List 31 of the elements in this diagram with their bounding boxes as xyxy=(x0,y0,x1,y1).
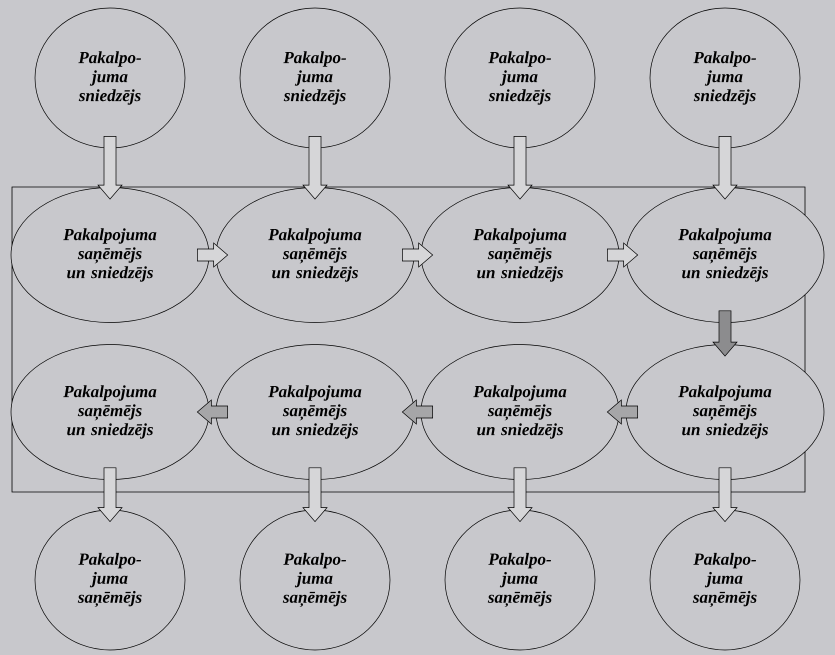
ellipse-node: Pakalpojuma saņēmējs un sniedzējs xyxy=(10,187,210,323)
block-arrow xyxy=(712,467,738,522)
block-arrow xyxy=(507,467,533,522)
block-arrow xyxy=(97,136,123,200)
block-arrow xyxy=(712,310,738,357)
ellipse-node: Pakalpojuma saņēmējs un sniedzējs xyxy=(420,344,620,480)
ellipse-node: Pakalpojuma saņēmējs un sniedzējs xyxy=(216,344,414,480)
block-arrow xyxy=(302,136,328,200)
ellipse-node: Pakalpo- juma sniedzējs xyxy=(444,8,596,148)
block-arrow xyxy=(302,467,328,522)
block-arrow xyxy=(712,136,738,200)
ellipse-node: Pakalpo- juma saņēmējs xyxy=(650,510,800,650)
block-arrow xyxy=(196,399,228,425)
ellipse-node: Pakalpo- juma saņēmējs xyxy=(34,510,186,650)
ellipse-node: Pakalpo- juma sniedzējs xyxy=(650,8,800,148)
block-arrow xyxy=(197,242,228,268)
block-arrow xyxy=(402,399,434,425)
ellipse-node: Pakalpo- juma saņēmējs xyxy=(240,510,390,650)
ellipse-node: Pakalpojuma saņēmējs un sniedzējs xyxy=(626,344,824,480)
ellipse-node: Pakalpojuma saņēmējs un sniedzējs xyxy=(420,187,620,323)
ellipse-node: Pakalpo- juma sniedzējs xyxy=(34,8,186,148)
ellipse-node: Pakalpo- juma sniedzējs xyxy=(240,8,390,148)
block-arrow xyxy=(606,399,638,425)
block-arrow xyxy=(402,242,434,268)
block-arrow xyxy=(607,242,638,268)
ellipse-node: Pakalpojuma saņēmējs un sniedzējs xyxy=(216,187,414,323)
ellipse-node: Pakalpo- juma saņēmējs xyxy=(444,510,596,650)
ellipse-node: Pakalpojuma saņēmējs un sniedzējs xyxy=(626,187,824,323)
block-arrow xyxy=(507,136,533,200)
block-arrow xyxy=(97,467,123,522)
ellipse-node: Pakalpojuma saņēmējs un sniedzējs xyxy=(10,344,210,480)
